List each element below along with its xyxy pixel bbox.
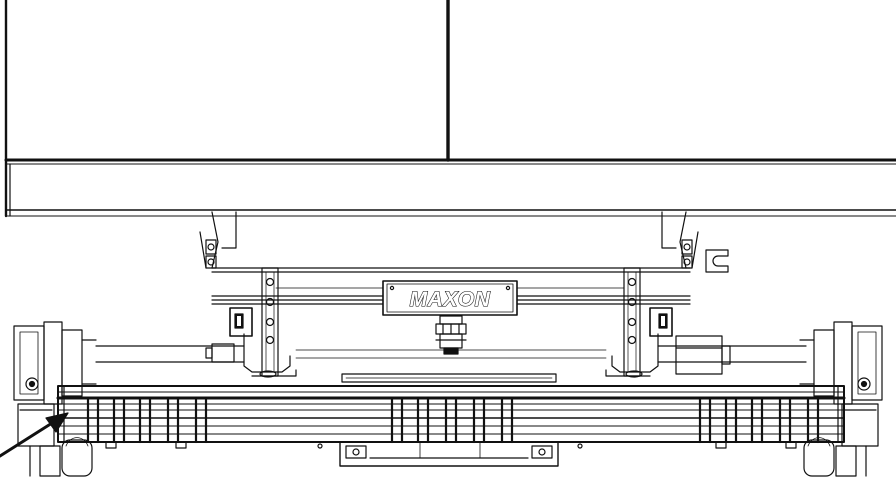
central-cylinder (435, 315, 467, 355)
left-pump-box (205, 343, 235, 363)
right-mounting-bracket (661, 211, 699, 269)
right-pump-box (675, 335, 731, 375)
logo-plate (382, 280, 518, 316)
control-box (339, 441, 559, 467)
left-vertical-column (229, 267, 297, 378)
brand-logo-text: MAXON (410, 288, 491, 311)
pointer-arrow (0, 412, 69, 458)
right-vertical-column (605, 267, 673, 378)
under-platform-hardware (105, 441, 797, 449)
left-end-assembly (13, 321, 97, 477)
platform-ribs (86, 396, 820, 444)
left-mounting-bracket (199, 211, 237, 269)
platform (56, 385, 846, 443)
right-clamp (705, 249, 729, 273)
truck-body (4, 0, 896, 218)
